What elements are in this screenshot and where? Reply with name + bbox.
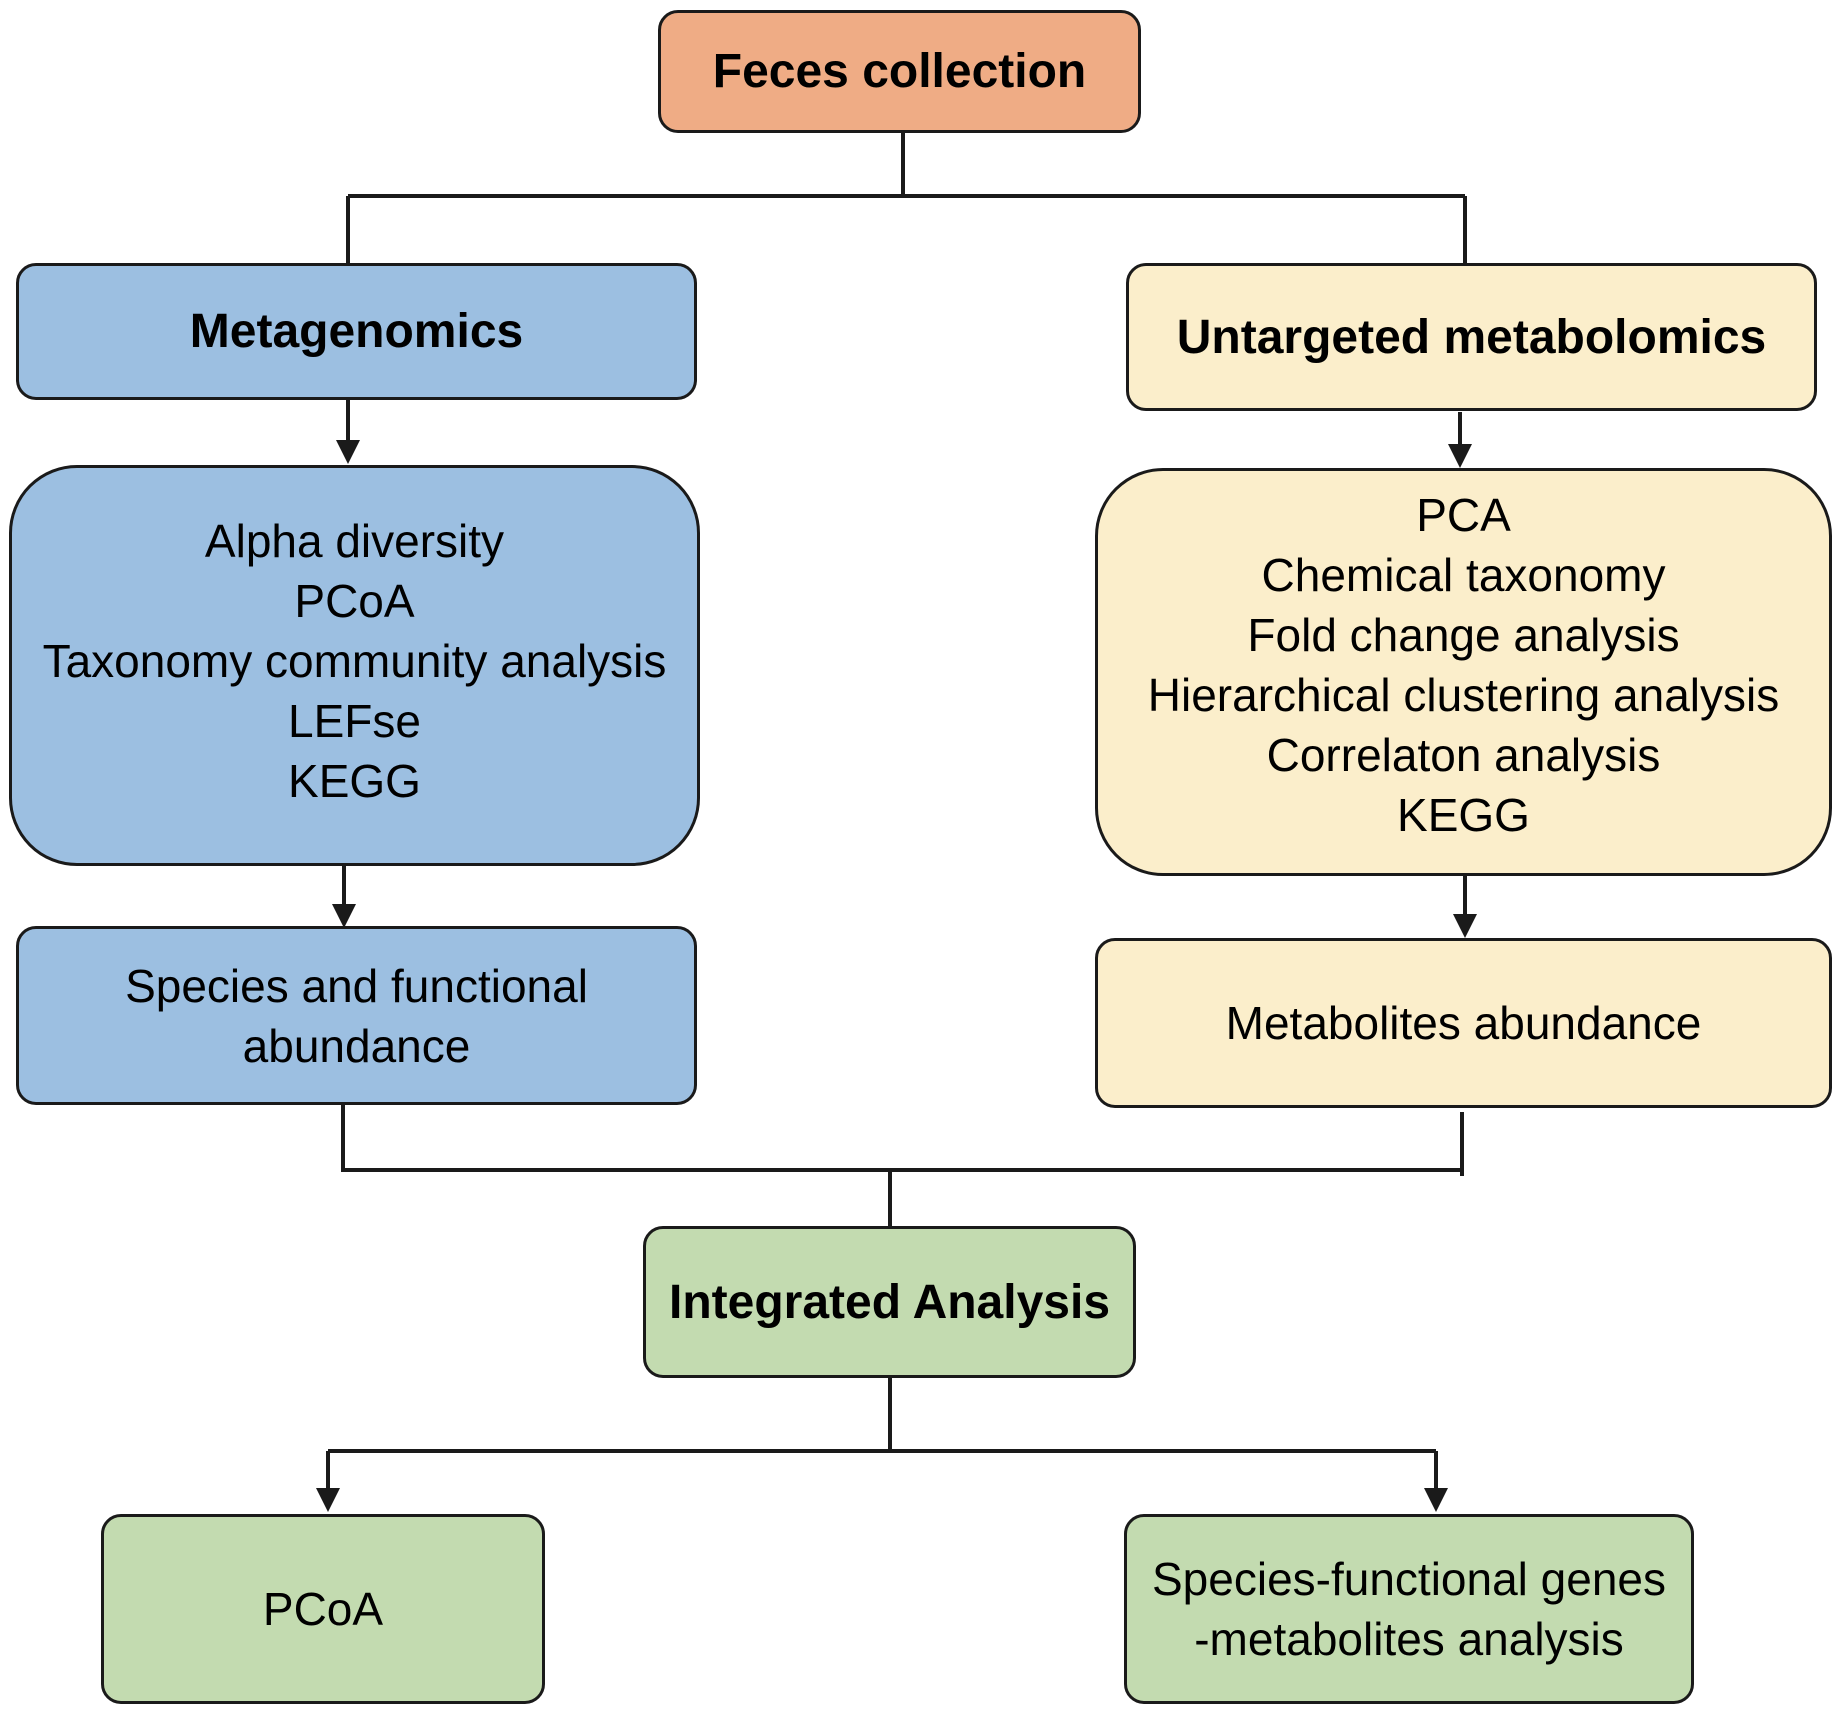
metagenomics-box: Metagenomics — [16, 263, 697, 400]
species-functional-abundance-box: Species and functional abundance — [16, 926, 697, 1105]
feces-collection-box: Feces collection — [658, 10, 1141, 133]
method-item: Correlaton analysis — [1266, 729, 1661, 781]
arrowhead-to-meta-methods — [336, 440, 360, 464]
metabolites-abundance-label: Metabolites abundance — [1225, 997, 1702, 1049]
method-item: PCoA — [294, 574, 415, 627]
connector-integrated-split — [328, 1378, 1436, 1453]
untargeted-metabolomics-box: Untargeted metabolomics — [1126, 263, 1817, 411]
arrowhead-to-species-functional — [1424, 1488, 1448, 1512]
method-item: Fold change analysis — [1247, 609, 1680, 661]
method-item: KEGG — [1397, 789, 1530, 841]
arrowhead-to-metabolites — [1453, 914, 1477, 938]
arrowhead-to-meta-abundance — [332, 904, 356, 928]
connector-merge — [341, 1105, 1464, 1230]
pcoa-box: PCoA — [101, 1514, 545, 1704]
method-item: PCA — [1416, 489, 1511, 541]
method-item: LEFse — [288, 694, 421, 747]
arrowhead-to-pcoa — [316, 1488, 340, 1512]
feces-collection-label: Feces collection — [712, 45, 1087, 98]
metagenomics-label: Metagenomics — [189, 305, 524, 358]
abundance-line: abundance — [242, 1019, 471, 1072]
method-item: Alpha diversity — [204, 514, 505, 567]
integrated-analysis-label: Integrated Analysis — [668, 1275, 1111, 1329]
connector-feces-split — [348, 133, 1465, 198]
pcoa-label: PCoA — [262, 1583, 384, 1635]
arrowhead-to-untargeted-methods — [1448, 444, 1472, 468]
untargeted-methods-box: PCA Chemical taxonomy Fold change analys… — [1095, 468, 1832, 876]
integrated-analysis-box: Integrated Analysis — [643, 1226, 1136, 1378]
metabolites-abundance-box: Metabolites abundance — [1095, 938, 1832, 1108]
method-item: Chemical taxonomy — [1261, 549, 1666, 601]
species-functional-line: -metabolites analysis — [1194, 1613, 1624, 1665]
method-item: KEGG — [288, 754, 421, 807]
species-functional-genes-metabolites-box: Species-functional genes -metabolites an… — [1124, 1514, 1694, 1704]
untargeted-metabolomics-label: Untargeted metabolomics — [1176, 310, 1767, 364]
abundance-line: Species and functional — [125, 959, 588, 1012]
metagenomics-methods-box: Alpha diversity PCoA Taxonomy community … — [9, 465, 700, 866]
method-item: Taxonomy community analysis — [42, 634, 667, 687]
method-item: Hierarchical clustering analysis — [1147, 669, 1780, 721]
species-functional-line: Species-functional genes — [1152, 1553, 1666, 1605]
